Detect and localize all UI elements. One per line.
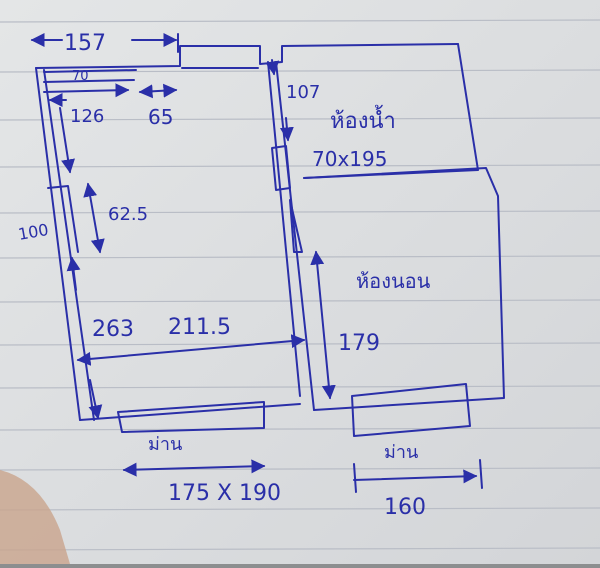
label-small-70: 70 [72, 69, 89, 84]
plan-strokes [30, 33, 505, 493]
label-window-right-width: 160 [384, 495, 426, 520]
label-depth-left: 263 [92, 317, 134, 342]
door-swing [289, 199, 303, 253]
label-door-size: 70x195 [312, 147, 387, 171]
dim-179-arrow [310, 250, 336, 400]
label-right-depth: 179 [338, 331, 380, 356]
left-outer-wall [35, 67, 81, 421]
label-126: 126 [70, 106, 104, 127]
finger-shadow [0, 470, 70, 564]
dim-160-arrow [353, 469, 478, 484]
label-curtain-left: ม่าน [148, 434, 182, 455]
label-window-height: 62.5 [108, 204, 148, 225]
left-window-box [47, 185, 79, 253]
label-65: 65 [148, 105, 173, 129]
label-room-width: 211.5 [168, 315, 231, 340]
label-curtain-right: ม่าน [384, 442, 418, 463]
dim-70-line [43, 69, 137, 73]
dim-left-bottom-arrow [88, 379, 103, 420]
dim-70-line-2 [43, 79, 135, 83]
dim-107-top-arrow [265, 59, 280, 76]
dim-62-5-arrow [83, 182, 105, 254]
label-room-name: ห้องนอน [356, 269, 431, 293]
label-top-width: 157 [64, 31, 106, 56]
curtain-box-left [117, 401, 265, 433]
curtain-box-right [351, 383, 471, 437]
dim-175-arrow [122, 459, 266, 477]
dim-left-down-arrow [59, 107, 75, 174]
dim-65-arrow [138, 83, 178, 99]
dim-160-tick-right [479, 459, 483, 489]
bedroom-right-wall [303, 167, 505, 411]
partition-wall-inner [275, 61, 315, 411]
dim-107-bottom-arrow [279, 117, 294, 142]
dim-left-up-arrow [66, 256, 81, 291]
dim-160-tick-left [353, 463, 357, 493]
label-bathroom-name: ห้องน้ำ [330, 105, 396, 134]
dim-211-5-arrow [76, 334, 306, 366]
dim-126-arrow [43, 83, 130, 98]
top-wall [35, 43, 459, 69]
label-window-left-size: 175 X 190 [168, 481, 281, 506]
label-bathroom-height: 107 [286, 82, 320, 103]
bathroom-door [271, 145, 291, 191]
